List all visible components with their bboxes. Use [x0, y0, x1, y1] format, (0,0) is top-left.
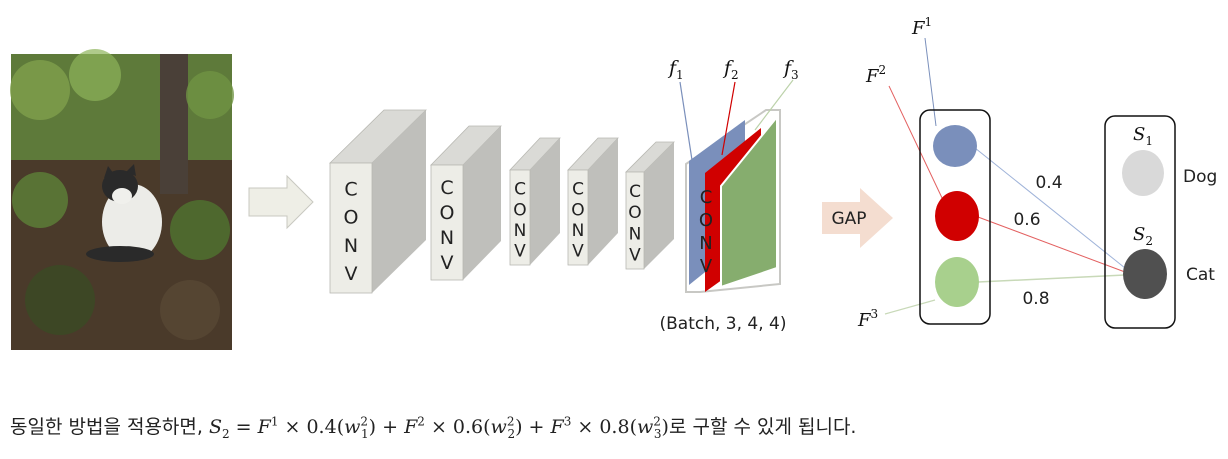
gap-node-2	[935, 191, 979, 241]
conv-block-front	[509, 169, 531, 266]
class-label-cat: Cat	[1186, 265, 1215, 285]
conv-letter: V	[572, 242, 584, 262]
feature-label-1: f1	[667, 57, 684, 82]
conv-block-side	[588, 138, 618, 265]
gap-node-box	[919, 109, 991, 325]
conv-letter: V	[345, 263, 358, 285]
score-node-box	[1104, 115, 1176, 329]
conv-letter: O	[440, 202, 455, 224]
cat-body	[102, 184, 162, 260]
score-label-1: S1	[1133, 124, 1153, 148]
conv-letter: N	[629, 224, 642, 244]
conv-letter: V	[629, 245, 641, 265]
conv-letter: O	[513, 200, 526, 220]
feature-label-3: f3	[782, 57, 799, 82]
conv-letter: N	[572, 221, 585, 241]
caption-term-1: F1 × 0.4(w21)	[257, 414, 377, 441]
feature-labels: f1 f2 f3	[667, 57, 799, 161]
conv-letter: C	[344, 178, 357, 200]
caption: 동일한 방법을 적용하면, S2 = F1 × 0.4(w21) + F2 × …	[10, 414, 857, 441]
map-label-2: F2	[865, 63, 886, 87]
stack-conv-letter-o: O	[699, 210, 713, 231]
conv-letter: N	[514, 221, 527, 241]
conv-letter: N	[440, 227, 454, 249]
weight-2: 0.6	[1013, 210, 1040, 230]
map-label-3: F3	[857, 307, 878, 331]
conv-block-front	[430, 164, 464, 281]
class-label-dog: Dog	[1183, 167, 1217, 187]
score-label-2: S2	[1133, 224, 1153, 248]
conv-letter: N	[344, 235, 358, 257]
score-node-2	[1123, 249, 1167, 299]
conv-letter: O	[344, 207, 359, 229]
conv-letter: V	[441, 252, 454, 274]
score-node-1	[1122, 150, 1164, 196]
conv-letter: C	[514, 180, 526, 200]
gap-node-3	[935, 257, 979, 307]
conv-letter: V	[514, 242, 526, 262]
conv-letter: C	[629, 182, 641, 202]
cat-photo	[10, 49, 234, 350]
output-shape-label: (Batch, 3, 4, 4)	[659, 314, 786, 334]
connections	[884, 37, 1126, 315]
conv-block-front	[329, 162, 373, 294]
conv-block-side	[644, 142, 674, 269]
feature-label-2: f2	[722, 57, 739, 82]
gap-arrow	[822, 188, 893, 248]
feature-stack: C O N V	[685, 109, 781, 293]
caption-term-2: F2 × 0.6(w22)	[404, 414, 523, 441]
conv-block-front	[567, 169, 589, 266]
stack-conv-letter-v: V	[700, 256, 713, 277]
map-label-1: F1	[911, 15, 932, 39]
stack-conv-letter-c: C	[700, 187, 713, 208]
caption-suffix: 로 구할 수 있게 됩니다.	[668, 416, 857, 438]
stack-conv-letter-n: N	[699, 233, 712, 254]
gap-label: GAP	[831, 209, 866, 229]
conv-letter: C	[440, 177, 453, 199]
conv-block-side	[372, 110, 426, 293]
conv-letter: O	[628, 203, 641, 223]
conv-block-front	[625, 171, 645, 270]
conv-block-side	[463, 126, 501, 280]
caption-prefix: 동일한 방법을 적용하면,	[10, 416, 209, 438]
conv-letter: C	[572, 180, 584, 200]
feature-map-3	[720, 114, 778, 289]
gap-node-1	[933, 125, 977, 167]
weight-3: 0.8	[1022, 289, 1049, 309]
weight-1: 0.4	[1035, 173, 1062, 193]
conv-letter: O	[571, 200, 584, 220]
caption-term-3: F3 × 0.8(w23)	[550, 414, 669, 441]
input-arrow	[248, 174, 314, 230]
conv-block-side	[530, 138, 560, 265]
